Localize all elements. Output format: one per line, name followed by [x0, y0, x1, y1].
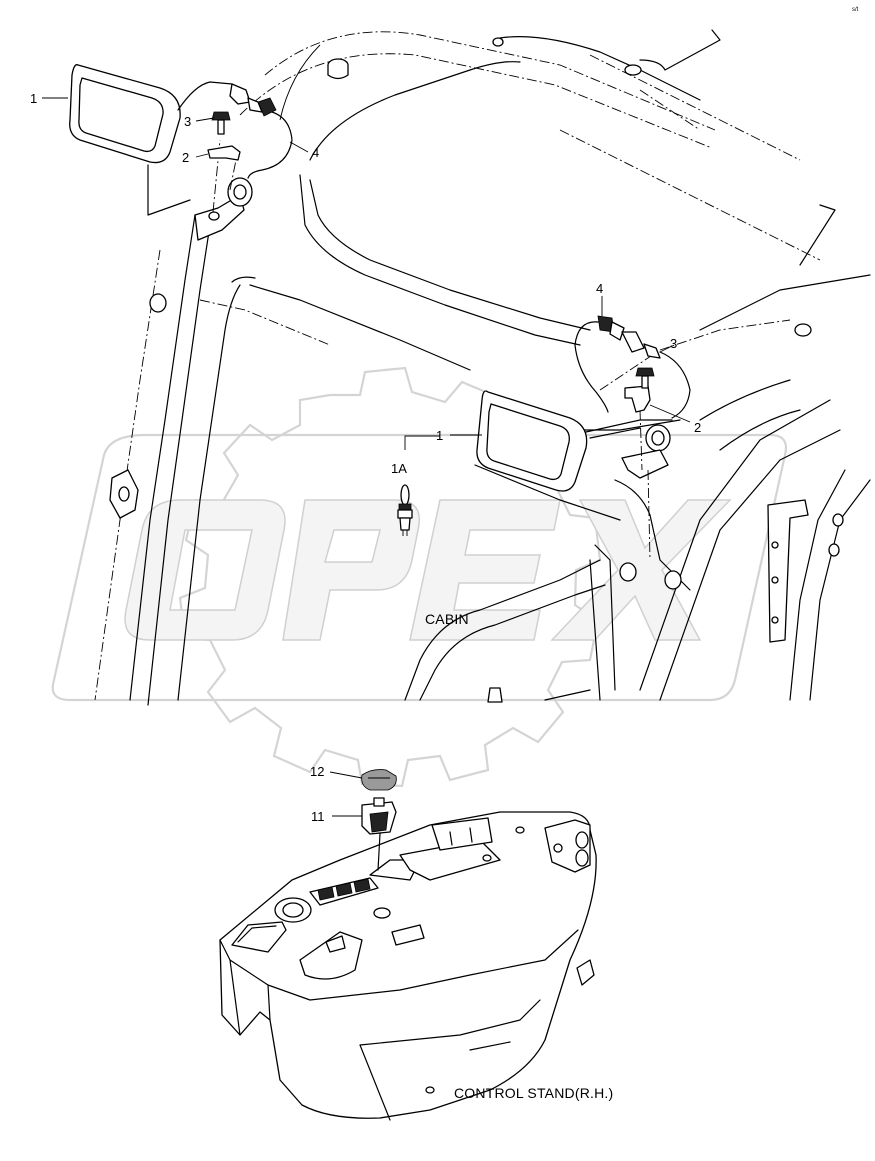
rocker-switch — [361, 797, 397, 871]
harness-right — [574, 315, 691, 419]
bolt-left — [211, 111, 231, 135]
callout-labels: 1 3 2 4 4 3 2 1 1A 12 11 — [30, 91, 701, 824]
work-lamp-left — [69, 64, 181, 164]
callout-lamp-right: 1 — [436, 428, 443, 443]
leader-lines — [42, 97, 691, 817]
bracket-right — [624, 385, 651, 413]
cabin-frame — [94, 29, 871, 706]
bolt-right — [635, 367, 655, 389]
watermark-band — [51, 433, 788, 702]
callout-bolt-left: 3 — [184, 114, 191, 129]
callout-harness-left: 4 — [312, 145, 319, 160]
knob — [361, 769, 397, 791]
callout-bracket-right: 2 — [694, 420, 701, 435]
callout-bulb: 1A — [391, 461, 407, 476]
callout-bolt-right: 3 — [670, 336, 677, 351]
lamp-right-mount — [585, 409, 673, 561]
cabin-caption: CABIN — [425, 611, 469, 627]
bracket-left — [207, 145, 241, 161]
callout-knob: 12 — [310, 764, 324, 779]
control-stand-caption: CONTROL STAND(R.H.) — [454, 1085, 613, 1101]
callout-lamp-left: 1 — [30, 91, 37, 106]
harness-left — [177, 81, 293, 179]
callout-bracket-left: 2 — [182, 150, 189, 165]
lamp-left-mount — [147, 139, 253, 241]
corner-mark: s/t — [852, 7, 859, 13]
watermark — [51, 366, 788, 788]
callout-switch: 11 — [311, 809, 325, 824]
watermark-letters — [124, 499, 732, 641]
bulb — [397, 484, 413, 536]
work-lamp-right — [476, 390, 588, 492]
callout-harness-right: 4 — [596, 281, 603, 296]
control-stand — [219, 811, 597, 1121]
